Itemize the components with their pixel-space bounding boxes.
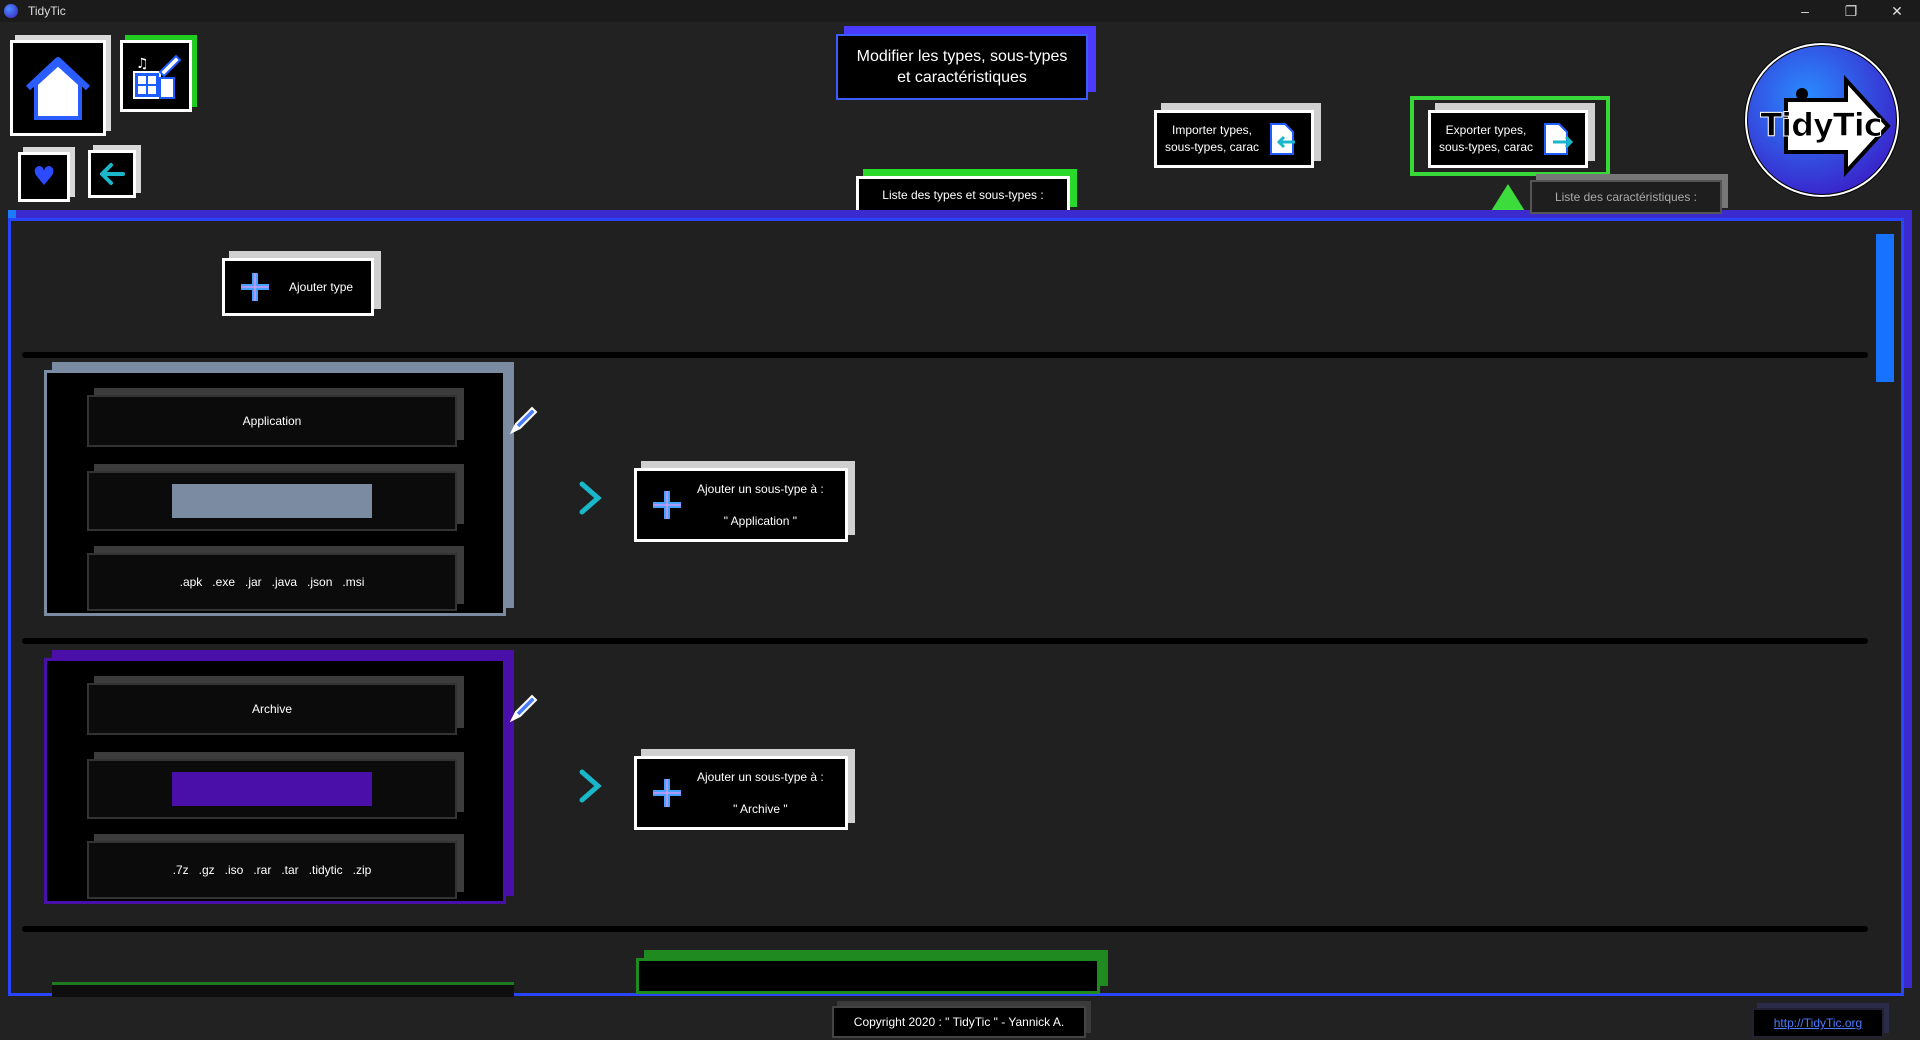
plus-icon bbox=[653, 779, 681, 807]
arrow-left-icon bbox=[100, 163, 125, 185]
title-bar: TidyTic – ❐ ✕ bbox=[0, 0, 1920, 22]
tab-types[interactable]: Liste des types et sous-types : bbox=[856, 176, 1070, 214]
tab-types-label: Liste des types et sous-types : bbox=[882, 188, 1044, 202]
plus-icon bbox=[241, 273, 269, 301]
type-name-row[interactable]: Application bbox=[87, 395, 457, 447]
add-subtype-line2: " Archive " bbox=[733, 802, 788, 816]
page-title-line1: Modifier les types, sous-types bbox=[856, 48, 1068, 65]
favorites-button[interactable]: ♥ bbox=[18, 152, 70, 202]
type-extensions-row[interactable]: .7z .gz .iso .rar .tar .tidytic .zip bbox=[87, 841, 457, 899]
type-color-swatch bbox=[172, 772, 372, 806]
type-extensions-row[interactable]: .apk .exe .jar .java .json .msi bbox=[87, 553, 457, 611]
separator bbox=[22, 926, 1868, 932]
import-file-icon bbox=[1270, 123, 1295, 155]
add-subtype-button-application[interactable]: Ajouter un sous-type à : " Application " bbox=[634, 468, 848, 542]
website-link-text: http://TidyTic.org bbox=[1773, 1016, 1863, 1030]
type-extensions: .7z .gz .iso .rar .tar .tidytic .zip bbox=[172, 863, 372, 877]
type-card-archive: Archive .7z .gz .iso .rar .tar .tidytic … bbox=[44, 658, 506, 904]
type-name: Archive bbox=[251, 702, 292, 716]
export-highlight bbox=[1410, 96, 1610, 176]
media-button[interactable]: ♫ bbox=[120, 40, 192, 112]
add-subtype-line1: Ajouter un sous-type à : bbox=[697, 770, 824, 784]
page-title: Modifier les types, sous-types et caract… bbox=[836, 34, 1088, 100]
chevron-right-icon[interactable] bbox=[570, 478, 610, 518]
add-subtype-line2: " Application " bbox=[723, 514, 797, 528]
add-subtype-button-archive[interactable]: Ajouter un sous-type à : " Archive " bbox=[634, 756, 848, 830]
export-button[interactable]: Exporter types, sous-types, carac bbox=[1428, 110, 1588, 168]
home-icon bbox=[25, 57, 91, 120]
tab-carac-label: Liste des caractéristiques : bbox=[1554, 190, 1698, 204]
copyright-text: Copyright 2020 : " TidyTic " - Yannick A… bbox=[853, 1015, 1065, 1029]
tidytic-logo: TidyTic bbox=[1742, 40, 1902, 200]
minimize-button[interactable]: – bbox=[1801, 3, 1809, 19]
plus-icon bbox=[653, 491, 681, 519]
type-card-partial bbox=[52, 982, 514, 997]
close-button[interactable]: ✕ bbox=[1891, 2, 1903, 19]
window-title: TidyTic bbox=[28, 4, 66, 18]
export-label-line2: sous-types, carac bbox=[1438, 140, 1534, 154]
type-color-swatch bbox=[172, 484, 372, 518]
type-name-row[interactable]: Archive bbox=[87, 683, 457, 735]
import-button[interactable]: Importer types, sous-types, carac bbox=[1154, 110, 1314, 168]
subtype-card-partial bbox=[636, 958, 1100, 994]
page-title-line2: et caractéristiques bbox=[897, 69, 1027, 86]
logo-text: TidyTic bbox=[1760, 106, 1883, 145]
copyright: Copyright 2020 : " TidyTic " - Yannick A… bbox=[832, 1006, 1086, 1038]
pencil-edit-icon[interactable] bbox=[508, 692, 540, 724]
back-button[interactable] bbox=[88, 150, 136, 198]
tab-caracteristiques[interactable]: Liste des caractéristiques : bbox=[1530, 180, 1722, 214]
media-edit-icon: ♫ bbox=[133, 54, 182, 99]
type-color-row[interactable] bbox=[87, 471, 457, 531]
type-card-application: Application .apk .exe .jar .java .json .… bbox=[44, 370, 506, 616]
pencil-edit-icon[interactable] bbox=[508, 404, 540, 436]
add-type-button[interactable]: Ajouter type bbox=[222, 258, 374, 316]
add-subtype-line1: Ajouter un sous-type à : bbox=[697, 482, 824, 496]
import-label-line2: sous-types, carac bbox=[1164, 140, 1260, 154]
scrollbar-thumb[interactable] bbox=[1876, 234, 1894, 382]
panel-top-bar bbox=[8, 210, 1912, 220]
type-name: Application bbox=[242, 414, 302, 428]
import-label-line1: Importer types, bbox=[1171, 123, 1253, 137]
website-link[interactable]: http://TidyTic.org bbox=[1752, 1008, 1884, 1038]
type-color-row[interactable] bbox=[87, 759, 457, 819]
export-label-line1: Exporter types, bbox=[1445, 123, 1527, 137]
chevron-right-icon[interactable] bbox=[570, 766, 610, 806]
home-button[interactable] bbox=[10, 40, 106, 136]
restore-button[interactable]: ❐ bbox=[1844, 2, 1858, 19]
app-icon bbox=[4, 4, 18, 18]
svg-text:♫: ♫ bbox=[136, 56, 149, 72]
heart-icon: ♥ bbox=[32, 162, 56, 192]
add-type-label: Ajouter type bbox=[289, 279, 354, 294]
separator bbox=[22, 352, 1868, 358]
separator bbox=[22, 638, 1868, 644]
type-extensions: .apk .exe .jar .java .json .msi bbox=[179, 575, 365, 589]
export-file-icon bbox=[1544, 123, 1573, 155]
